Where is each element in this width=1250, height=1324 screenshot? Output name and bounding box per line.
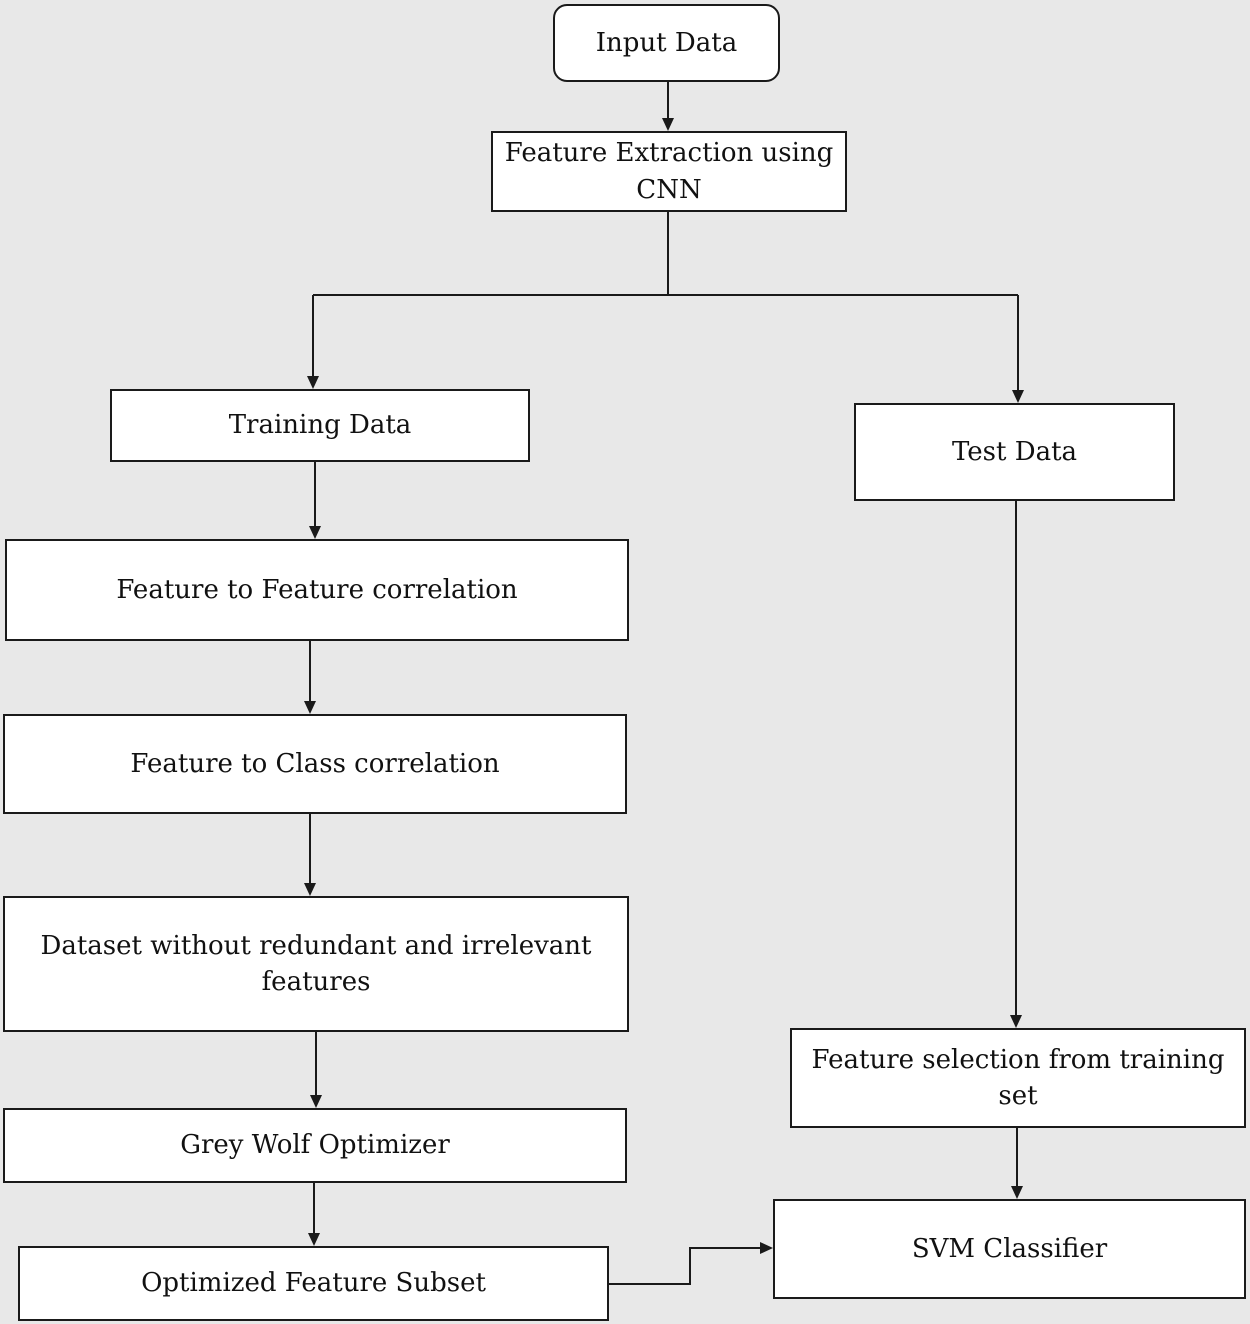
node-feature-extraction-line-2: CNN — [636, 174, 702, 205]
arrowhead-gwo — [310, 1095, 322, 1108]
arrowhead-svm-top — [1011, 1186, 1023, 1199]
arrowhead-dataset — [304, 883, 316, 896]
node-feature-extraction: Feature Extraction using CNN — [491, 131, 847, 212]
arrowhead-f2f — [309, 526, 321, 539]
node-optimized-feature-subset: Optimized Feature Subset — [18, 1246, 609, 1321]
node-dataset-clean-line-1: Dataset without redundant and irrelevant — [40, 930, 592, 961]
arrowhead-subset — [308, 1233, 320, 1246]
arrowhead-f2c — [304, 701, 316, 714]
arrowhead-svm-left — [760, 1242, 773, 1254]
node-svm-classifier-label: SVM Classifier — [911, 1233, 1108, 1264]
arrowhead-selection — [1010, 1015, 1022, 1028]
node-feature-selection-label: Feature selection from training set — [811, 1044, 1225, 1111]
arrowhead-extraction — [662, 118, 674, 131]
node-input-data-label: Input Data — [595, 27, 738, 58]
node-training-data: Training Data — [110, 389, 530, 462]
edge-extraction-split — [313, 212, 1018, 296]
node-test-data-label: Test Data — [951, 436, 1078, 467]
node-dataset-clean: Dataset without redundant and irrelevant… — [3, 896, 629, 1032]
node-feature-extraction-line-1: Feature Extraction using — [504, 138, 834, 169]
node-feature-to-feature: Feature to Feature correlation — [5, 539, 629, 641]
node-feature-to-class-label: Feature to Class correlation — [130, 748, 500, 779]
node-feature-to-class: Feature to Class correlation — [3, 714, 627, 814]
node-grey-wolf-optimizer-label: Grey Wolf Optimizer — [180, 1130, 450, 1161]
node-grey-wolf-optimizer: Grey Wolf Optimizer — [3, 1108, 627, 1183]
arrowhead-training — [307, 376, 319, 389]
arrowhead-test — [1012, 390, 1024, 403]
node-dataset-clean-line-2: features — [261, 967, 371, 997]
node-svm-classifier: SVM Classifier — [773, 1199, 1246, 1299]
node-input-data: Input Data — [553, 4, 780, 82]
node-feature-selection: Feature selection from training set — [790, 1028, 1246, 1128]
edge-subset-to-svm — [609, 1247, 762, 1285]
node-optimized-feature-subset-label: Optimized Feature Subset — [141, 1268, 486, 1299]
node-test-data: Test Data — [854, 403, 1175, 501]
node-feature-to-feature-label: Feature to Feature correlation — [116, 574, 518, 605]
node-training-data-label: Training Data — [228, 410, 412, 441]
